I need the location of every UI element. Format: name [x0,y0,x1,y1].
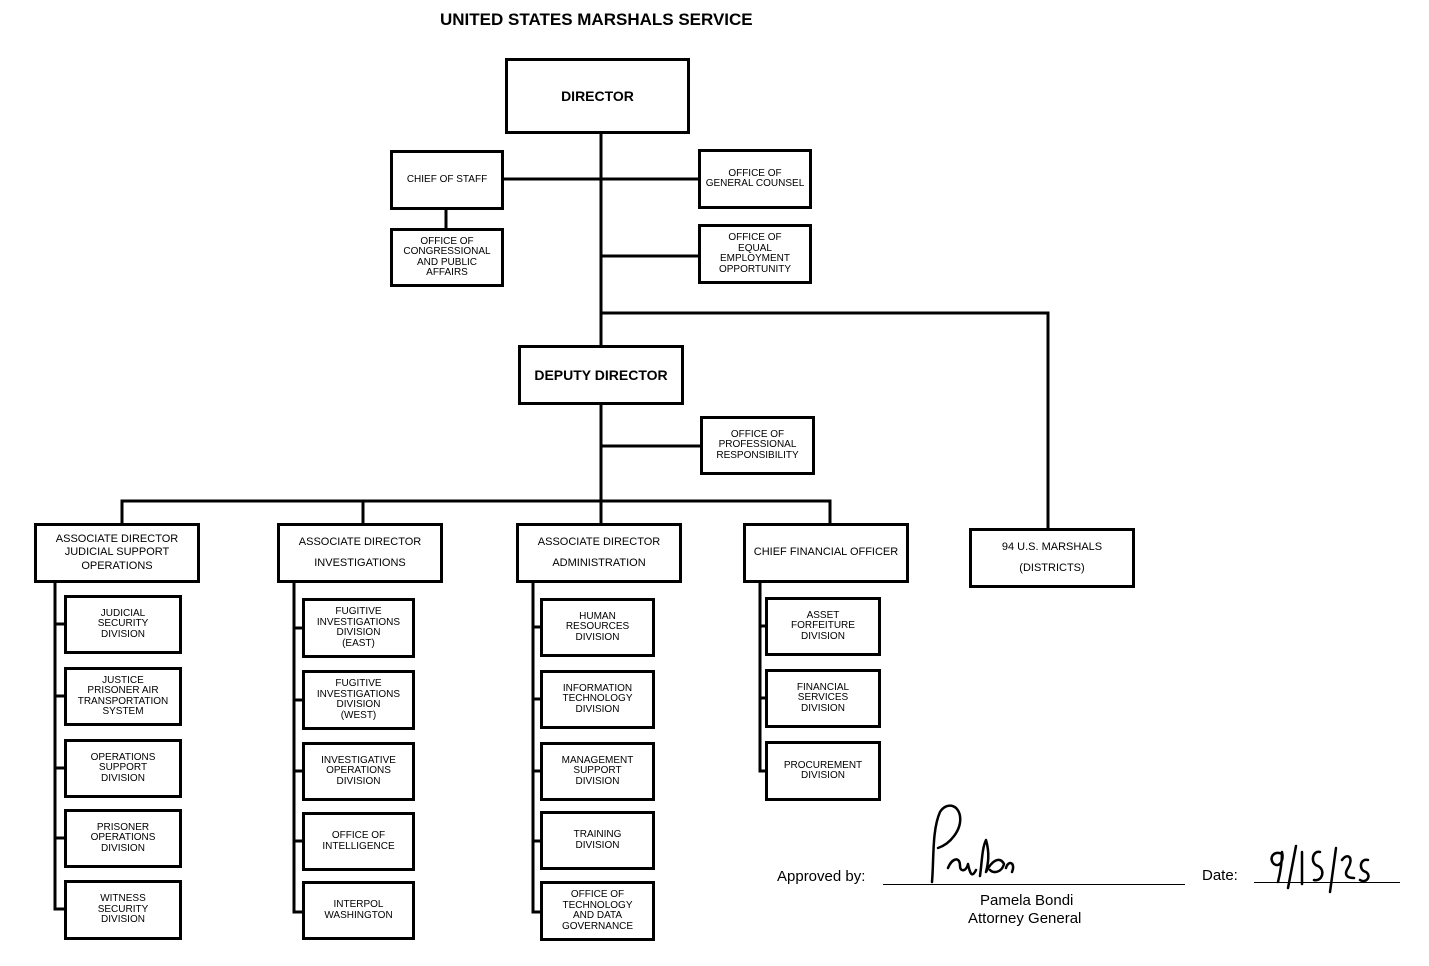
office-congressional-public-affairs-box: OFFICE OF CONGRESSIONAL AND PUBLIC AFFAI… [390,228,504,287]
approver-role: Attorney General [968,910,1082,927]
us-marshals-districts-box: 94 U.S. MARSHALS (DISTRICTS) [969,528,1135,588]
date-line [1254,882,1400,883]
office-general-counsel-box: OFFICE OF GENERAL COUNSEL [698,149,812,209]
management-support-division-box: MANAGEMENT SUPPORT DIVISION [540,742,655,801]
judicial-security-division-box: JUDICIAL SECURITY DIVISION [64,595,182,654]
assoc-director-judicial-box: ASSOCIATE DIRECTOR JUDICIAL SUPPORT OPER… [34,523,200,583]
signature-line [883,884,1185,885]
procurement-division-box: PROCUREMENT DIVISION [765,741,881,801]
chart-title: UNITED STATES MARSHALS SERVICE [440,10,753,29]
fugitive-investigations-west-box: FUGITIVE INVESTIGATIONS DIVISION (WEST) [302,670,415,730]
operations-support-division-box: OPERATIONS SUPPORT DIVISION [64,739,182,798]
information-technology-division-box: INFORMATION TECHNOLOGY DIVISION [540,670,655,729]
office-equal-employment-box: OFFICE OF EQUAL EMPLOYMENT OPPORTUNITY [698,224,812,284]
fugitive-investigations-east-box: FUGITIVE INVESTIGATIONS DIVISION (EAST) [302,598,415,658]
office-professional-responsibility-box: OFFICE OF PROFESSIONAL RESPONSIBILITY [700,416,815,475]
chief-of-staff-box: CHIEF OF STAFF [390,150,504,210]
human-resources-division-box: HUMAN RESOURCES DIVISION [540,598,655,657]
date-label: Date: [1202,867,1238,884]
prisoner-operations-division-box: PRISONER OPERATIONS DIVISION [64,809,182,868]
chief-financial-officer-box: CHIEF FINANCIAL OFFICER [743,523,909,583]
approved-by-label: Approved by: [777,868,866,885]
assoc-director-investigations-box: ASSOCIATE DIRECTOR INVESTIGATIONS [277,523,443,583]
office-of-intelligence-box: OFFICE OF INTELLIGENCE [302,812,415,871]
investigative-operations-division-box: INVESTIGATIVE OPERATIONS DIVISION [302,742,415,801]
interpol-washington-box: INTERPOL WASHINGTON [302,881,415,940]
approver-name: Pamela Bondi [980,892,1074,909]
jpats-box: JUSTICE PRISONER AIR TRANSPORTATION SYST… [64,667,182,726]
asset-forfeiture-division-box: ASSET FORFEITURE DIVISION [765,597,881,656]
training-division-box: TRAINING DIVISION [540,811,655,870]
director-box: DIRECTOR [505,58,690,134]
witness-security-division-box: WITNESS SECURITY DIVISION [64,880,182,940]
assoc-director-administration-box: ASSOCIATE DIRECTOR ADMINISTRATION [516,523,682,583]
signature-image [930,804,1015,884]
handwritten-date-image [1270,844,1370,894]
financial-services-division-box: FINANCIAL SERVICES DIVISION [765,669,881,728]
deputy-director-box: DEPUTY DIRECTOR [518,345,684,405]
office-technology-data-governance-box: OFFICE OF TECHNOLOGY AND DATA GOVERNANCE [540,881,655,941]
